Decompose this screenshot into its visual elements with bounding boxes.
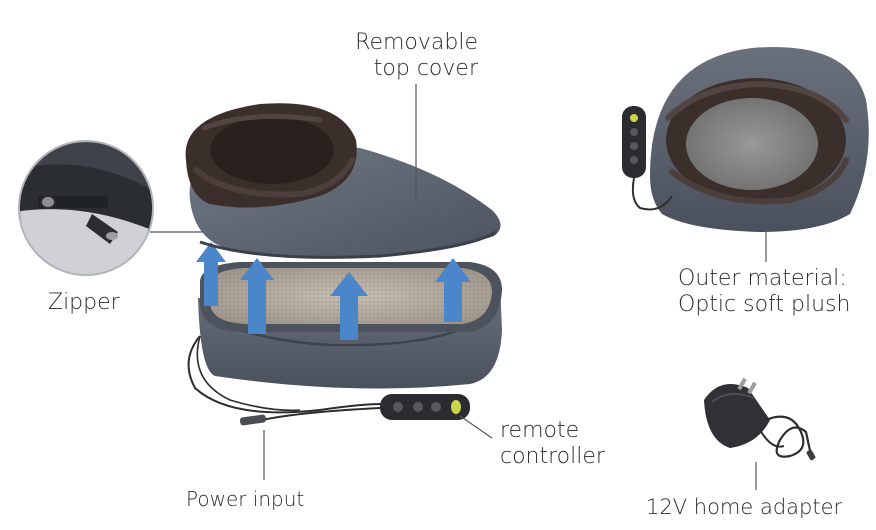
foot-warmer-icon <box>650 47 869 262</box>
label-remote-line2: controller <box>500 444 605 469</box>
label-top-cover-line2: top cover <box>373 56 478 81</box>
label-remote-controller: remote controller <box>500 418 605 470</box>
power-adapter-icon <box>704 377 816 490</box>
label-home-adapter: 12V home adapter <box>646 495 843 519</box>
label-power-input: Power input <box>186 487 305 511</box>
top-cover <box>185 84 501 259</box>
label-outer-line1: Outer material: <box>678 266 847 291</box>
upward-arrow-icon <box>196 242 471 340</box>
label-top-cover-line1: Removable <box>355 30 478 55</box>
label-remote-line1: remote <box>500 418 580 443</box>
zipper-closeup-icon <box>18 140 212 276</box>
remote-small-icon <box>622 106 673 211</box>
label-outer-material: Outer material: Optic soft plush <box>678 266 850 318</box>
power-plug-icon <box>239 414 267 480</box>
remote-control-icon <box>187 335 493 439</box>
label-top-cover: Removable top cover <box>355 30 478 82</box>
label-outer-line2: Optic soft plush <box>678 292 851 317</box>
label-zipper: Zipper <box>48 290 120 315</box>
